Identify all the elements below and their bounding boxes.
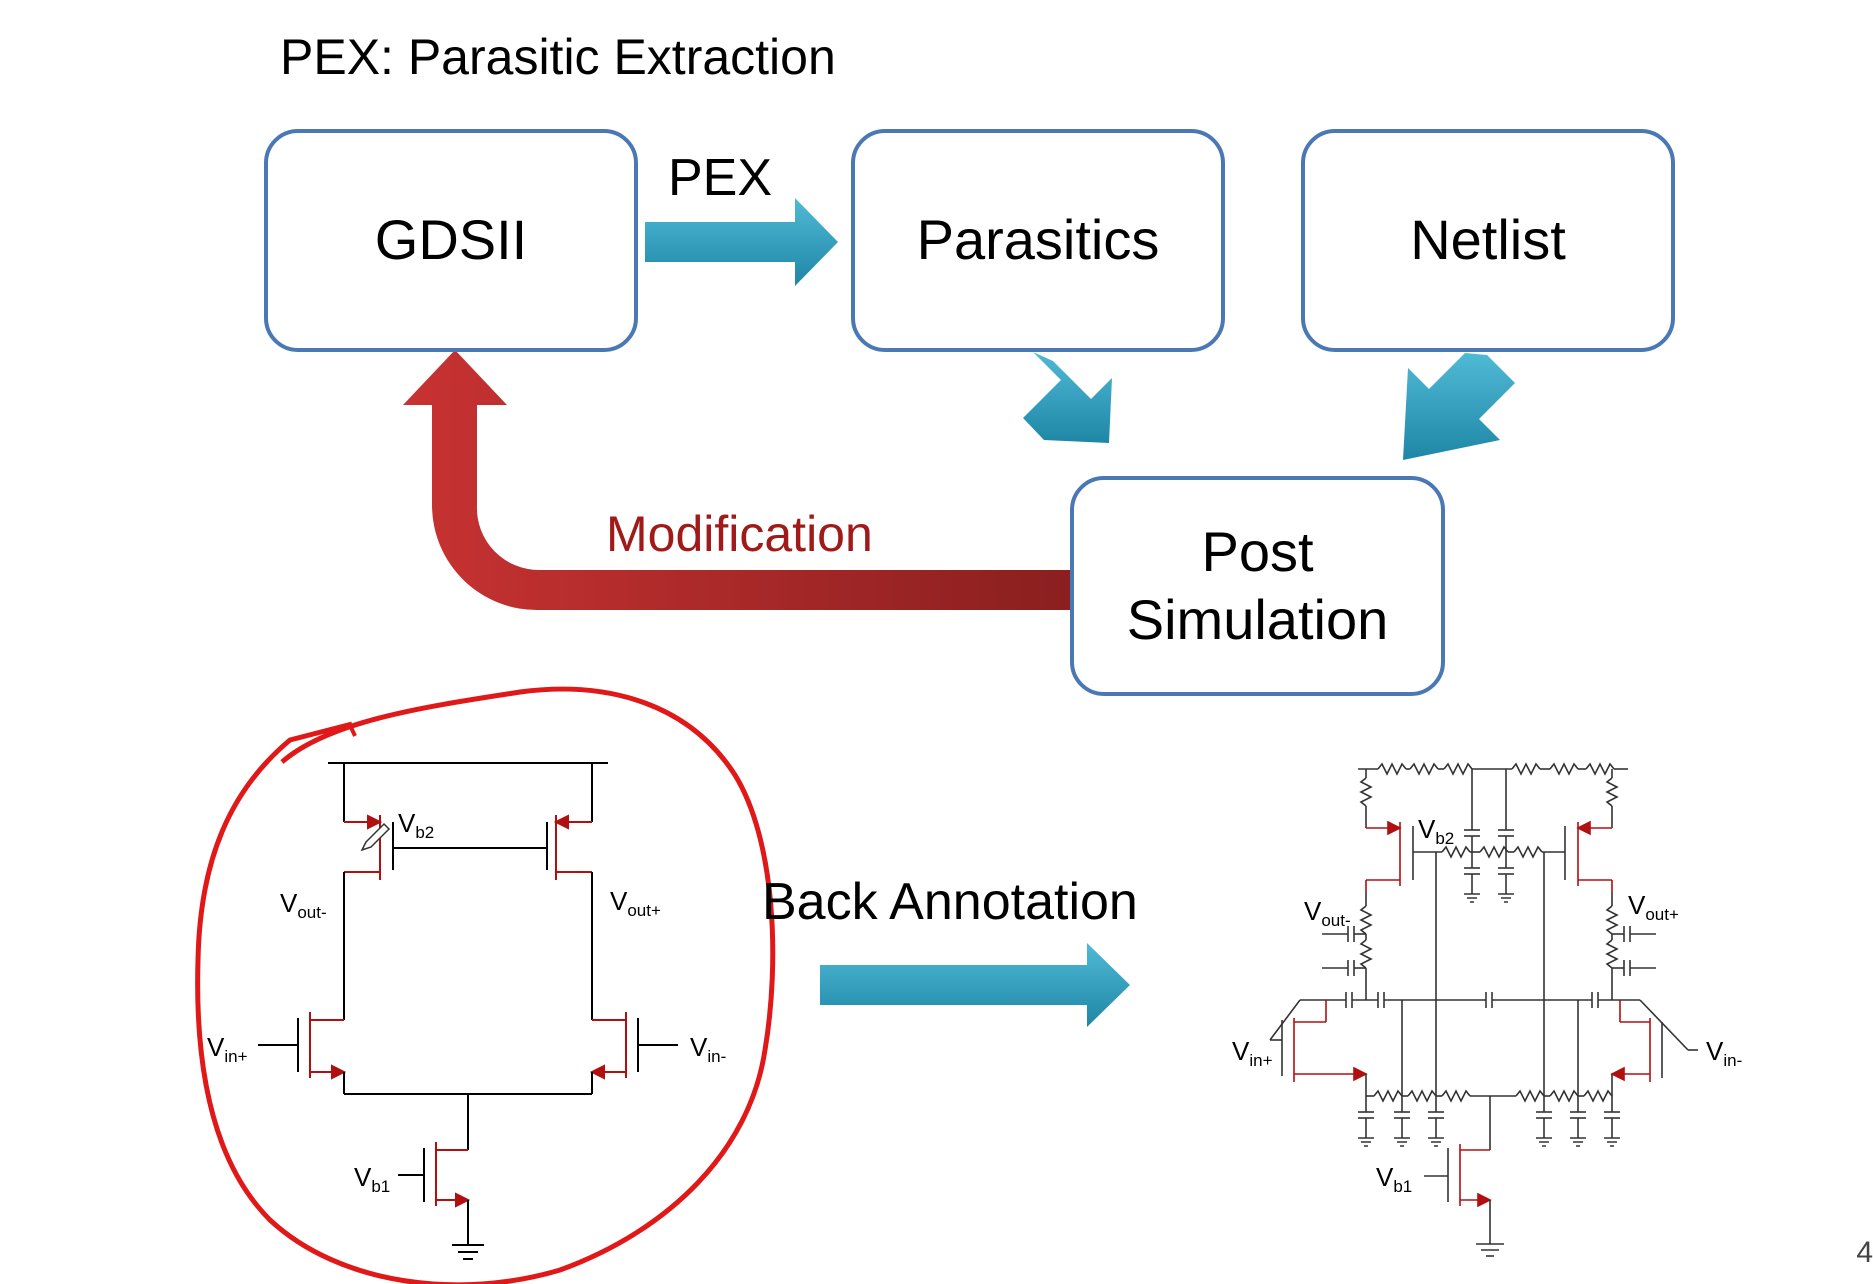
pex-arrow [645,198,838,286]
slide-title: PEX: Parasitic Extraction [280,29,836,85]
parasitics-label: Parasitics [916,208,1160,272]
gdsii-box: GDSII [264,129,638,352]
netlist-label: Netlist [1410,208,1566,272]
page-number: 4 [1856,1236,1873,1269]
netlist-to-sim-arrow [1403,353,1515,460]
modification-arrow [403,350,1075,611]
schematic-left [258,762,678,1260]
right-vb1-label: Vb1 [1376,1162,1413,1196]
left-vin-minus-label: Vin- [690,1032,727,1066]
right-vin-plus-label: Vin+ [1232,1036,1273,1070]
annotation-circle [195,686,776,1284]
back-annotation-arrow [820,943,1130,1027]
gdsii-label: GDSII [374,208,528,272]
modification-label: Modification [606,506,873,562]
back-annotation-label: Back Annotation [762,873,1138,931]
left-vout-plus-label: Vout+ [610,886,661,920]
parasitics-to-sim-arrow [1023,352,1112,443]
left-vb2-label: Vb2 [398,808,435,842]
right-vout-plus-label: Vout+ [1628,890,1679,924]
right-vout-minus-label: Vout- [1304,896,1351,930]
post-simulation-box: Post Simulation [1070,476,1445,696]
post-simulation-label: Post Simulation [1126,519,1389,651]
right-vin-minus-label: Vin- [1706,1036,1743,1070]
right-vb2-label: Vb2 [1418,814,1455,848]
pex-arrow-label: PEX [668,149,773,207]
schematic-right [1269,762,1698,1257]
annotation-tick [348,724,357,737]
left-vb1-label: Vb1 [354,1162,391,1196]
netlist-box: Netlist [1301,129,1675,352]
parasitics-box: Parasitics [851,129,1225,352]
left-vin-plus-label: Vin+ [207,1032,248,1066]
left-vout-minus-label: Vout- [280,888,327,922]
